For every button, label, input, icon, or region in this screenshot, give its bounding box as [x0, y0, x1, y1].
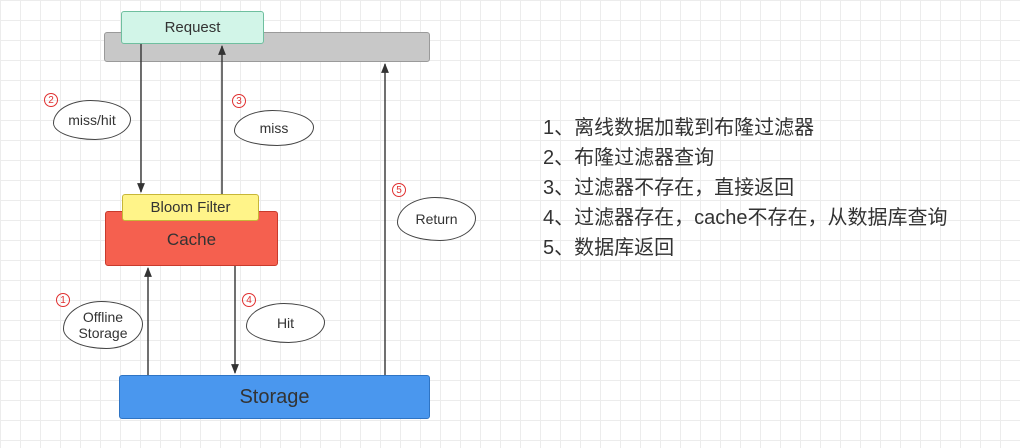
request-node: Request [121, 11, 264, 44]
step-list: 1、离线数据加载到布隆过滤器 2、布隆过滤器查询 3、过滤器不存在，直接返回 4… [543, 113, 948, 263]
storage-node: Storage [119, 375, 430, 419]
offline-storage-label: Offline Storage [63, 301, 143, 349]
step-item: 2、布隆过滤器查询 [543, 147, 715, 169]
miss-label: miss [234, 110, 314, 146]
offline-storage-label-line1: Offline [82, 308, 124, 325]
step-marker-2: 2 [44, 93, 58, 107]
step-item: 4、过滤器存在，cache不存在，从数据库查询 [543, 207, 948, 229]
step-item: 3、过滤器不存在，直接返回 [543, 177, 795, 199]
miss-hit-label: miss/hit [53, 100, 131, 140]
offline-storage-label-line2: Storage [78, 325, 128, 341]
step-marker-3: 3 [232, 94, 246, 108]
step-marker-4: 4 [242, 293, 256, 307]
step-item: 1、离线数据加载到布隆过滤器 [543, 117, 815, 139]
hit-label: Hit [246, 303, 325, 343]
return-label: Return [397, 197, 476, 241]
bloom-filter-node: Bloom Filter [122, 194, 259, 221]
step-item: 5、数据库返回 [543, 237, 675, 259]
step-marker-5: 5 [392, 183, 406, 197]
step-marker-1: 1 [56, 293, 70, 307]
